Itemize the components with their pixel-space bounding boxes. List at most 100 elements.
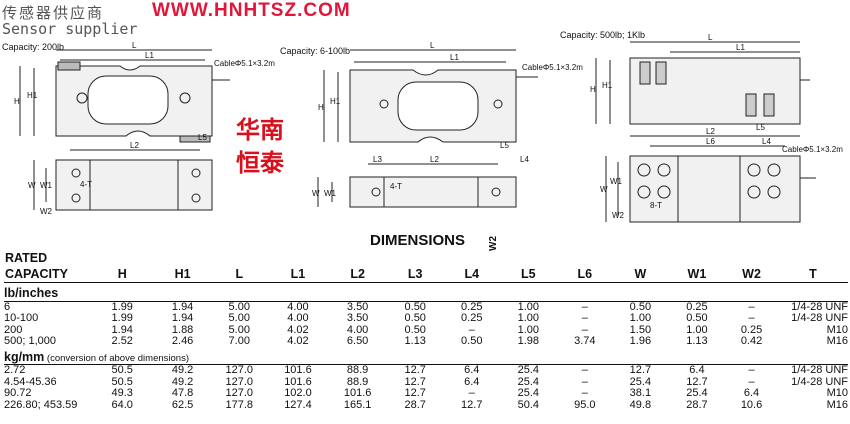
- section-title: lb/inches: [4, 283, 848, 302]
- table-cell: 88.9: [346, 375, 369, 388]
- table-cell: 49.8: [629, 398, 652, 411]
- table-cell: 95.0: [574, 398, 596, 411]
- table-cell: 6.4: [464, 364, 480, 376]
- table-cell: 5.00: [228, 300, 250, 313]
- table-cell: 1.00: [686, 323, 708, 336]
- header-row-rated: RATED: [4, 250, 848, 266]
- table-cell: 0.50: [629, 300, 652, 313]
- table-cell: 5.00: [228, 312, 250, 324]
- table-cell: 1.00: [629, 312, 652, 324]
- table-cell: 90.72: [4, 387, 32, 399]
- table-cell: 1.99: [111, 300, 133, 313]
- table-cell: M16: [826, 335, 848, 347]
- table-cell: 12.7: [404, 364, 426, 376]
- table-cell: [329, 250, 386, 266]
- table-cell: –: [581, 364, 588, 376]
- svg-text:W1: W1: [610, 177, 623, 186]
- svg-text:W1: W1: [324, 189, 337, 198]
- table-cell: [212, 250, 267, 266]
- table-cell: 28.7: [686, 398, 708, 411]
- table-cell: 88.9: [346, 364, 369, 376]
- table-cell: 1/4-28 UNF: [791, 375, 848, 388]
- table-cell: 25.4: [517, 387, 539, 399]
- column-header: L3: [407, 267, 423, 281]
- capacity-label: Capacity: 6-100lb: [280, 46, 350, 56]
- header-capacity: CAPACITY: [5, 267, 68, 281]
- table-cell: 1.00: [517, 300, 539, 313]
- capacity-label: Capacity: 200lb: [2, 42, 64, 52]
- table-cell: 0.50: [461, 335, 483, 347]
- header-rated: RATED: [5, 251, 48, 265]
- table-cell: 177.8: [225, 398, 254, 411]
- svg-text:W1: W1: [40, 181, 53, 190]
- svg-text:H: H: [318, 103, 324, 112]
- website-url[interactable]: WWW.HNHTSZ.COM: [152, 0, 351, 21]
- table-cell: [444, 250, 499, 266]
- table-cell: 25.4: [629, 375, 652, 388]
- table-cell: 127.4: [284, 398, 312, 411]
- column-header: L6: [577, 267, 593, 281]
- supplier-cn-title: 传感器供应商: [2, 4, 105, 22]
- section-unit: kg/mm: [4, 349, 45, 364]
- table-cell: –: [468, 323, 475, 336]
- table-cell: 4.54-45.36: [4, 375, 57, 388]
- table-cell: 1.00: [517, 323, 539, 336]
- table-cell: 12.7: [404, 387, 426, 399]
- table-cell: 4.02: [287, 335, 309, 347]
- table-cell: –: [748, 364, 755, 376]
- table-cell: 38.1: [629, 387, 652, 399]
- dimensions-title: DIMENSIONS: [370, 232, 466, 249]
- table-cell: 7.00: [228, 335, 250, 347]
- svg-text:L4: L4: [520, 155, 529, 164]
- table-cell: 3.74: [574, 335, 596, 347]
- table-cell: 62.5: [171, 398, 194, 411]
- column-header: L1: [290, 267, 306, 281]
- cable-label: CableΦ5.1×3.2m: [214, 59, 275, 68]
- cable-label: CableΦ5.1×3.2m: [782, 145, 843, 154]
- table-cell: 4.00: [287, 312, 309, 324]
- table-cell: 2.52: [111, 335, 133, 347]
- table-cell: 47.8: [171, 387, 194, 399]
- table-cell: 1/4-28 UNF: [791, 312, 848, 324]
- column-header: L2: [350, 267, 365, 281]
- svg-text:L: L: [708, 33, 713, 42]
- table-cell: 1/4-28 UNF: [791, 300, 848, 313]
- table-cell: [612, 250, 669, 266]
- table-cell: 1.94: [171, 300, 194, 313]
- svg-text:L: L: [132, 41, 137, 50]
- table-cell: 12.7: [686, 375, 708, 388]
- table-cell: 28.7: [404, 398, 426, 411]
- svg-text:L3: L3: [373, 155, 382, 164]
- table-cell: 0.25: [461, 312, 483, 324]
- table-cell: 127.0: [225, 364, 254, 376]
- table-cell: 127.0: [225, 387, 254, 399]
- table-cell: –: [581, 387, 588, 399]
- cable-label: CableΦ5.1×3.2m: [522, 63, 583, 72]
- column-header: W1: [687, 267, 707, 281]
- svg-text:W: W: [600, 185, 608, 194]
- table-cell: 12.7: [629, 364, 652, 376]
- svg-text:L1: L1: [736, 43, 745, 52]
- table-cell: M10: [826, 387, 848, 399]
- svg-text:L2: L2: [706, 127, 715, 136]
- table-cell: 101.6: [284, 364, 312, 376]
- table-cell: 25.4: [686, 387, 708, 399]
- table-cell: 64.0: [111, 398, 133, 411]
- column-header: L4: [464, 267, 480, 281]
- table-cell: [153, 250, 211, 266]
- table-cell: 6.50: [346, 335, 369, 347]
- table-cell: 1.96: [629, 335, 652, 347]
- svg-text:L1: L1: [145, 51, 154, 60]
- table-cell: [725, 250, 778, 266]
- table-cell: 0.25: [686, 300, 708, 313]
- table-cell: –: [748, 312, 755, 324]
- table-cell: [91, 250, 153, 266]
- svg-text:H1: H1: [27, 91, 38, 100]
- table-cell: M16: [826, 398, 848, 411]
